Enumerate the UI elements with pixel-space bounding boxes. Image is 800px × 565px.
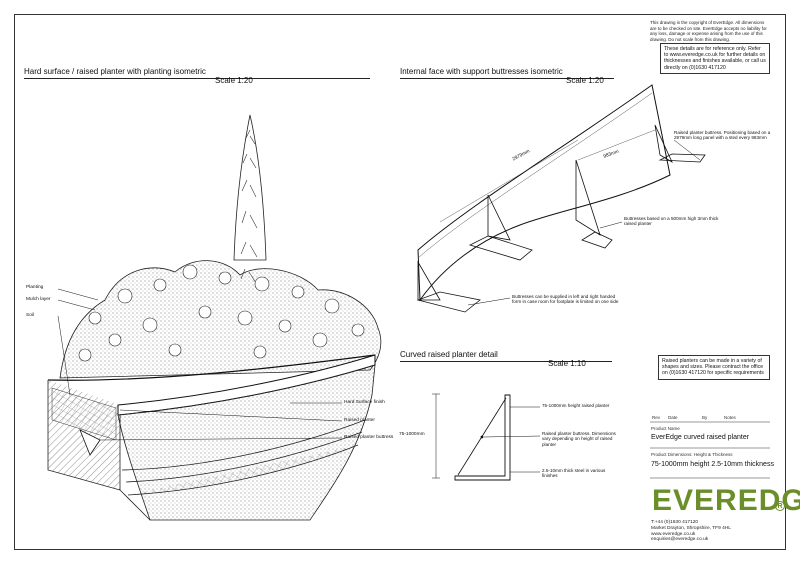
scale-hard-surface: Scale 1:20 xyxy=(215,76,253,85)
label-height-note: 75-1000mm height raised planter xyxy=(542,403,610,408)
label-steel-note: 2.5-10mm thick steel in various finishes xyxy=(542,468,606,479)
tb-product-dims: 75-1000mm height 2.5-10mm thickness xyxy=(651,461,774,468)
everedge-logo: EVEREDGE xyxy=(652,484,800,517)
title-underline xyxy=(400,361,612,362)
tb-notes: Notes xyxy=(724,415,736,420)
contact-web[interactable]: www.everedge.co.uk xyxy=(651,531,696,537)
tb-product-dims-label: Product Dimensions: Height & Thickness xyxy=(651,452,733,457)
scale-curved-detail: Scale 1:10 xyxy=(548,359,586,368)
label-raised-planter: Raised planter xyxy=(344,418,375,423)
curved-planter-detail xyxy=(432,393,541,481)
tb-date: Date xyxy=(668,415,678,420)
view-title-hard-surface: Hard surface / raised planter with plant… xyxy=(24,67,206,76)
view-title-curved-detail: Curved raised planter detail xyxy=(400,350,498,359)
reference-note: These details are for reference only. Re… xyxy=(660,43,770,74)
title-block-lines xyxy=(650,421,770,479)
dim-height: 75-1000mm xyxy=(399,432,425,437)
internal-face-isometric xyxy=(416,84,706,313)
label-buttress-position: Raised planter buttress. Positioning bas… xyxy=(674,130,771,141)
label-mulch: Mulch layer xyxy=(26,297,51,302)
contact-block: T:+44 (0)1630 417120 Market Drayton, Shr… xyxy=(651,520,731,543)
scale-internal-face: Scale 1:20 xyxy=(566,76,604,85)
tb-rev: Rev xyxy=(652,415,661,420)
title-underline xyxy=(400,78,614,79)
label-soil: Soil xyxy=(26,313,34,318)
label-buttress: Raised planter buttress xyxy=(344,435,394,440)
contact-tel: T:+44 (0)1630 417120 xyxy=(651,520,699,525)
tb-by: By xyxy=(702,415,708,420)
label-planting: Planting xyxy=(26,285,44,290)
registered-mark-icon: R xyxy=(775,501,785,511)
copyright-notice: This drawing is the copyright of EverEdg… xyxy=(650,20,767,42)
tb-product-name-label: Product Name xyxy=(651,426,680,431)
label-hard-finish: Hard Surface finish xyxy=(344,400,385,405)
label-buttress-handed: Buttresses can be supplied in left and r… xyxy=(512,294,619,305)
contact-address: Market Drayton, Shropshire, TF9 4HL xyxy=(651,525,731,531)
shapes-note: Raised planters can be made in a variety… xyxy=(658,355,770,380)
title-underline xyxy=(24,78,370,79)
hard-surface-isometric xyxy=(47,114,382,521)
view-title-internal-face: Internal face with support buttresses is… xyxy=(400,67,563,76)
label-buttress-note: Raised planter buttress. Dimensions vary… xyxy=(542,431,616,447)
contact-email[interactable]: enquiries@everedge.co.uk xyxy=(651,537,709,543)
label-buttress-based: Buttresses based on a 500mm high 3mm thi… xyxy=(624,216,719,227)
tb-product-name: EverEdge curved raised planter xyxy=(651,434,750,441)
drawing-sheet xyxy=(14,14,786,550)
